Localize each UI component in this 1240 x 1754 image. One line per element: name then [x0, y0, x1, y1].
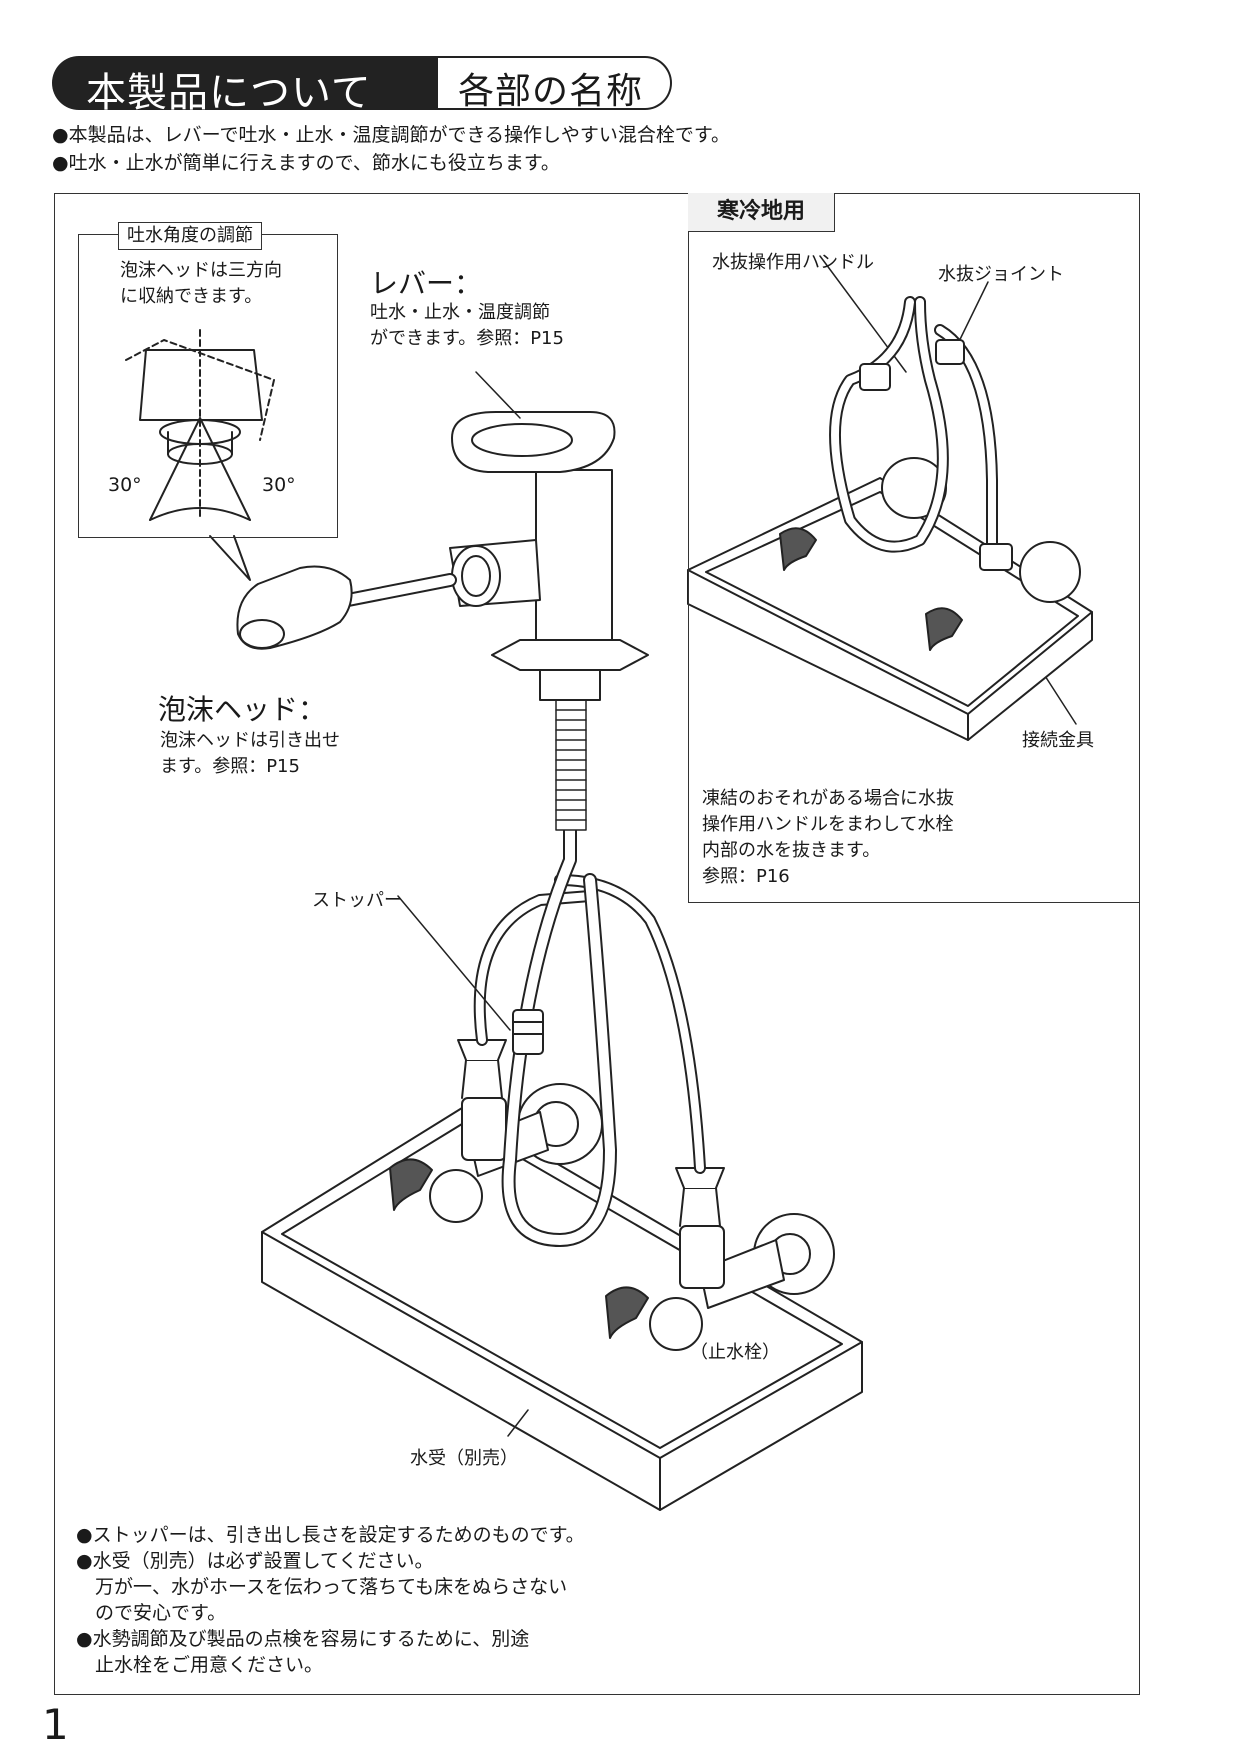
diagram-frame	[54, 193, 1140, 1695]
note-line: 止水栓をご用意ください。	[76, 1654, 324, 1676]
inset-aerator	[125, 329, 275, 521]
cold-note-3: 内部の水を抜きます。	[702, 840, 881, 861]
page-subtitle: 各部の名称	[458, 71, 644, 112]
notes-block: ●ストッパーは、引き出し長さを設定するためのものです。 ●水受（別売）は必ず設置…	[76, 1522, 585, 1678]
angle-inset-text-1: 泡沫ヘッドは三方向	[120, 260, 282, 281]
lever-desc-1: 吐水・止水・温度調節	[370, 302, 550, 323]
cold-note-1: 凍結のおそれがある場合に水抜	[702, 788, 954, 809]
intro-line-2: ●吐水・止水が簡単に行えますので、節水にも役立ちます。	[52, 152, 560, 174]
header-title-block	[52, 56, 438, 110]
foam-head-desc-1: 泡沫ヘッドは引き出せ	[160, 730, 340, 751]
note-line: ●水受（別売）は必ず設置してください。	[76, 1550, 434, 1572]
note-line: ので安心です。	[76, 1602, 227, 1624]
faucet-body	[449, 411, 649, 701]
angle-left-label: 30°	[108, 474, 142, 496]
note-line: ●水勢調節及び製品の点検を容易にするために、別途	[76, 1628, 530, 1650]
stop-valve-label: （止水栓）	[690, 1342, 780, 1363]
cold-note-2: 操作用ハンドルをまわして水栓	[702, 814, 954, 835]
connector-label: 接続金具	[1022, 730, 1094, 751]
header-subtitle-block	[438, 56, 672, 110]
intro-line-1: ●本製品は、レバーで吐水・止水・温度調節ができる操作しやすい混合栓です。	[52, 124, 730, 146]
drain-handle-label: 水抜操作用ハンドル	[712, 252, 874, 273]
cold-region-frame	[688, 193, 1140, 903]
note-line: 万が一、水がホースを伝わって落ちても床をぬらさない	[76, 1576, 568, 1598]
angle-inset-title: 吐水角度の調節	[118, 222, 262, 250]
drain-joint-label: 水抜ジョイント	[938, 264, 1064, 285]
stopper-label: ストッパー	[312, 890, 402, 911]
page-number: 1	[42, 1700, 69, 1749]
water-tray	[261, 1107, 863, 1511]
right-stop-valve	[605, 1167, 835, 1351]
foam-head-title: 泡沫ヘッド：	[158, 693, 327, 726]
angle-right-label: 30°	[262, 474, 296, 496]
lever-title: レバー：	[370, 267, 483, 300]
lever-desc-2: ができます。参照：P15	[370, 328, 564, 349]
cold-region-drawing	[687, 296, 1093, 741]
page-title: 本製品について	[86, 70, 372, 116]
note-line: ●ストッパーは、引き出し長さを設定するためのものです。	[76, 1524, 585, 1546]
angle-inset-text-2: に収納できます。	[120, 286, 263, 307]
foam-head-desc-2: ます。参照：P15	[160, 756, 300, 777]
water-tray-label: 水受（別売）	[410, 1448, 518, 1469]
cold-note-4: 参照：P16	[702, 866, 790, 887]
section-header: 本製品について 各部の名称	[52, 56, 672, 116]
cold-region-title: 寒冷地用	[688, 193, 835, 232]
